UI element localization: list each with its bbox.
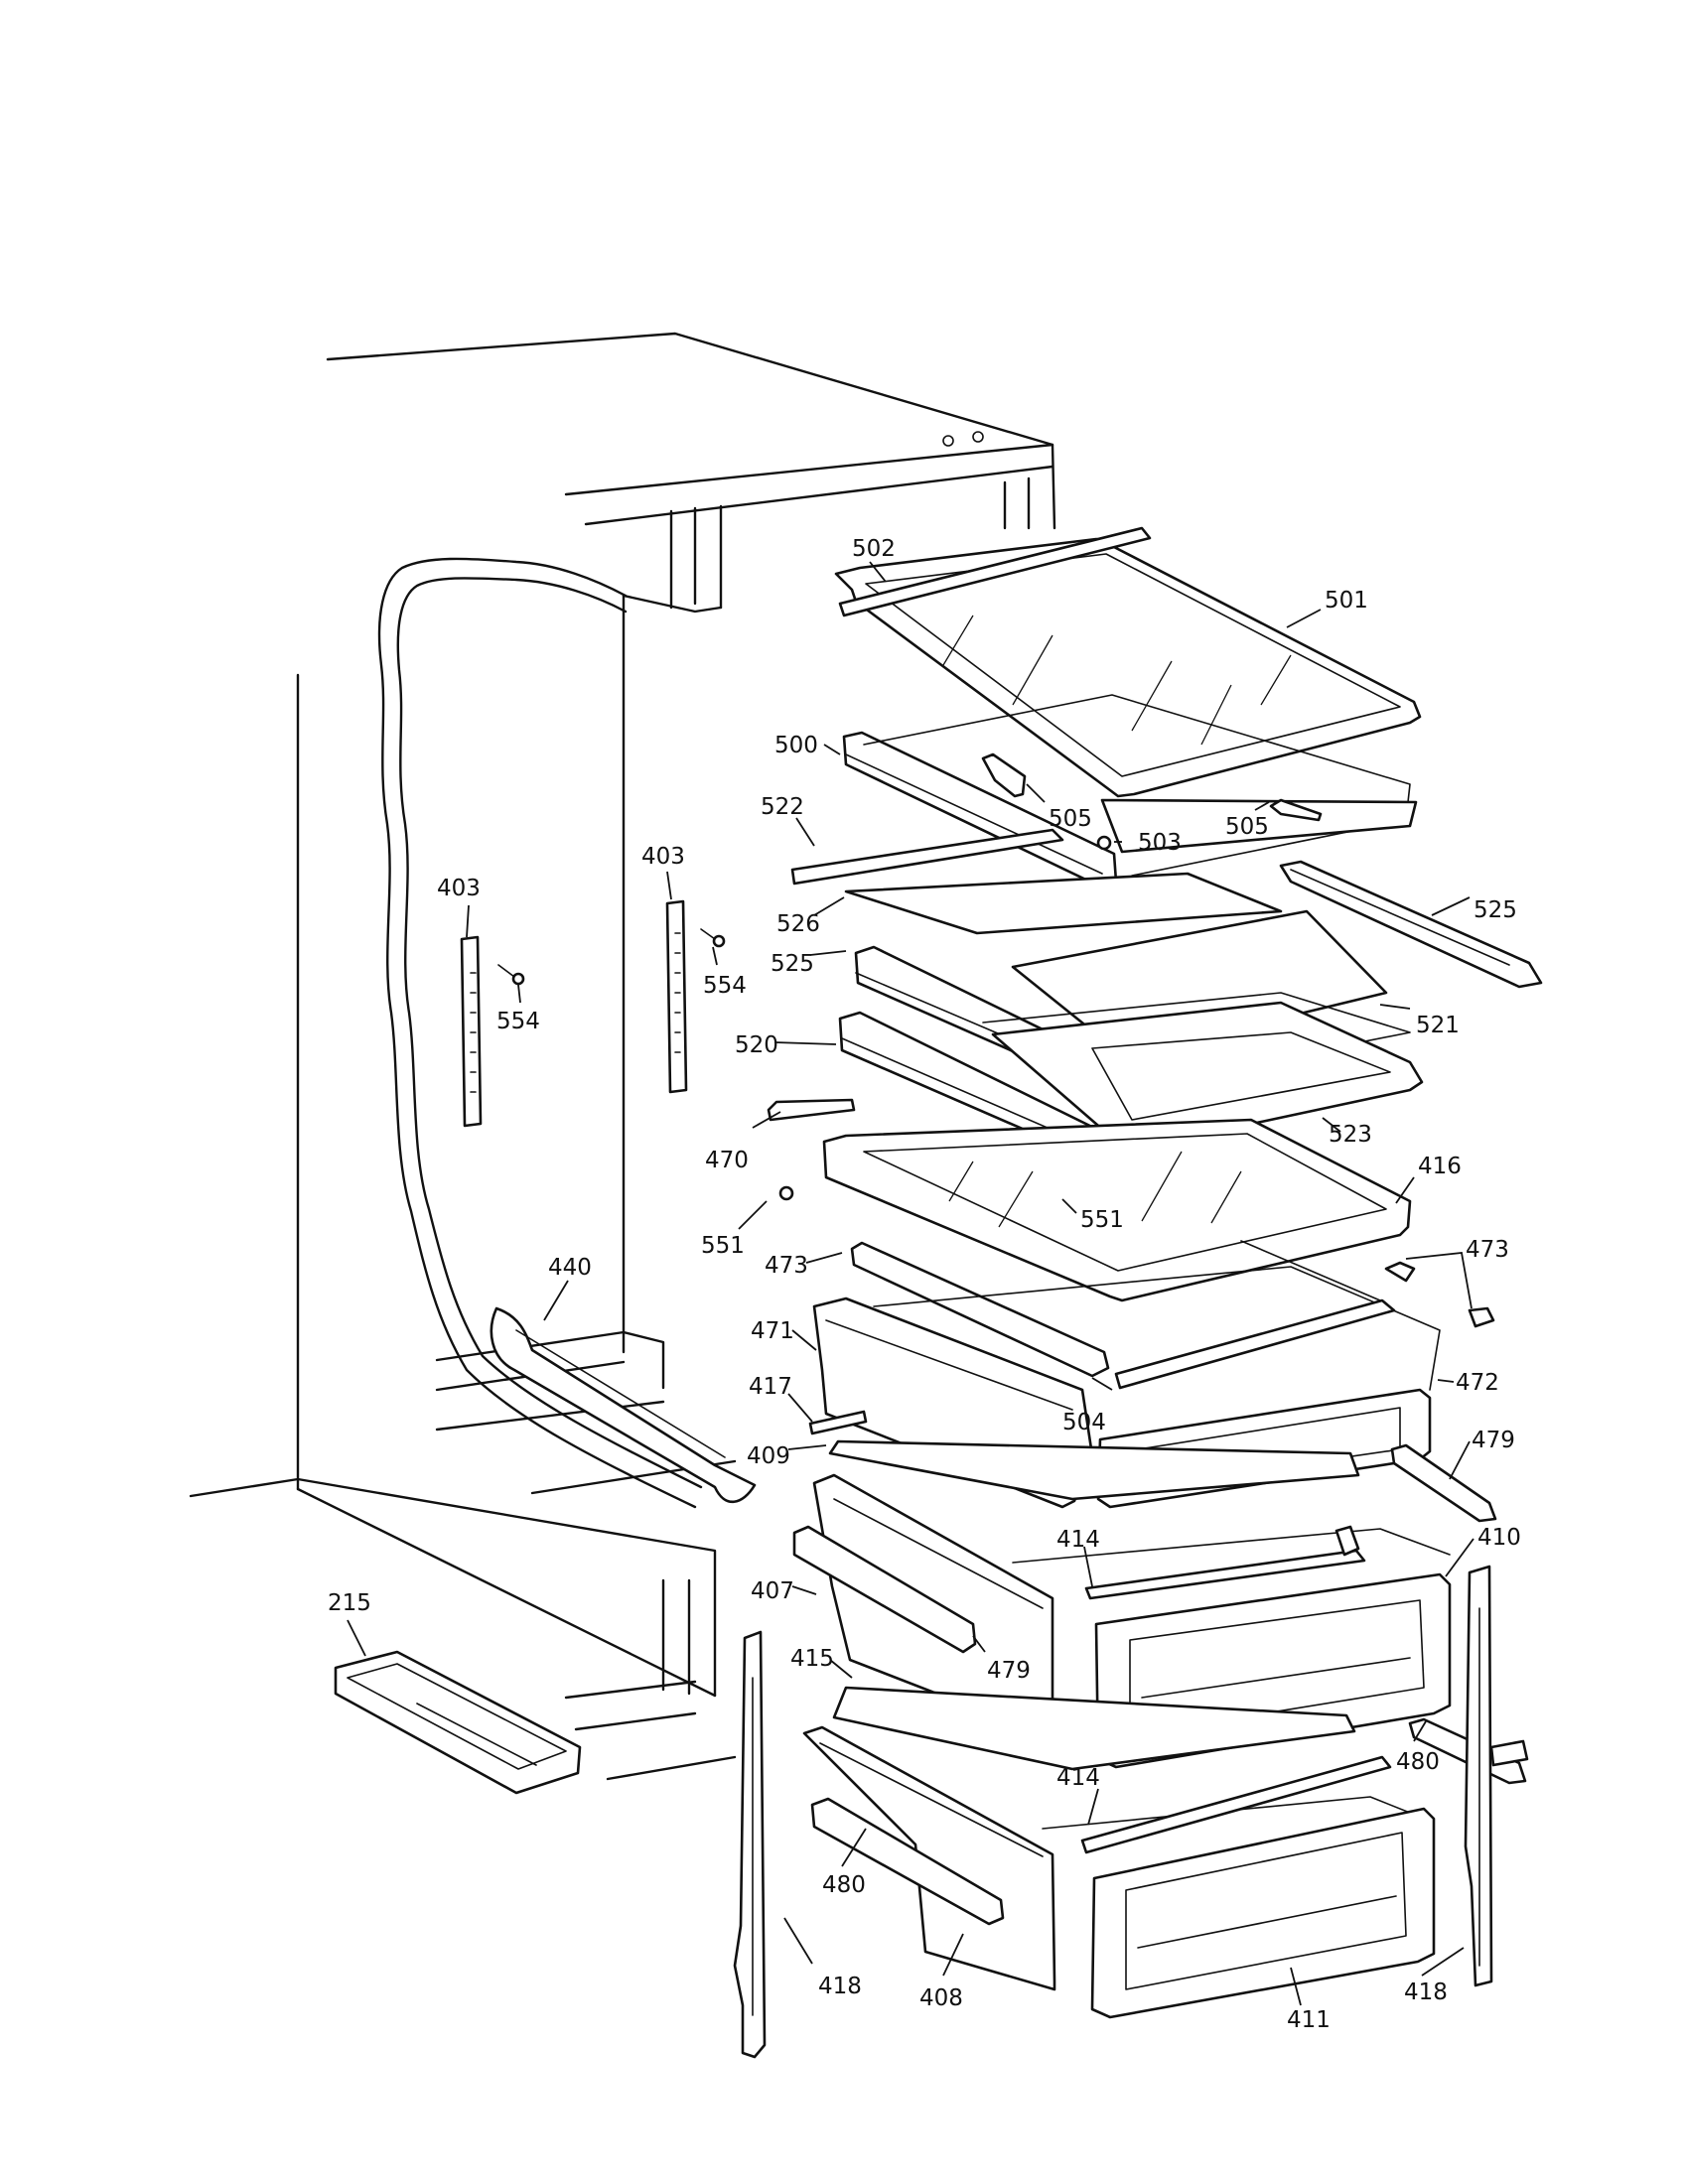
- callout-418-left: 418: [818, 1974, 862, 1999]
- callout-471: 471: [751, 1318, 794, 1344]
- callout-480-left: 480: [822, 1872, 866, 1898]
- strip-414-lower: [1080, 1755, 1392, 1854]
- callout-470: 470: [705, 1148, 749, 1173]
- leader-lines: [347, 561, 1474, 2006]
- callout-505-left: 505: [1049, 806, 1092, 832]
- cover-417: [808, 1410, 868, 1435]
- callout-215: 215: [328, 1590, 371, 1616]
- callout-440: 440: [548, 1255, 592, 1281]
- callout-415: 415: [790, 1646, 834, 1672]
- callout-labels: 502 501 500 505 505 503 522 525 526 525 …: [328, 536, 1521, 2033]
- shelf-ladder-403-left: [460, 935, 483, 1128]
- tray-215: [334, 1650, 582, 1795]
- callout-526: 526: [776, 911, 820, 937]
- bracket-505-left: [981, 752, 1027, 798]
- glide-479-right: [1390, 1443, 1497, 1523]
- callout-417: 417: [749, 1374, 792, 1400]
- callout-504: 504: [1062, 1410, 1106, 1435]
- cover-473-left: [850, 1241, 1110, 1378]
- rail-504: [1114, 1298, 1396, 1390]
- callout-473-left: 473: [765, 1253, 808, 1279]
- screw-554-right: [700, 928, 726, 948]
- shelf-501: [834, 537, 1422, 798]
- callout-480-right: 480: [1396, 1749, 1440, 1775]
- callout-523: 523: [1329, 1122, 1372, 1148]
- rail-522: [790, 828, 1064, 886]
- callout-503: 503: [1138, 830, 1182, 856]
- callout-410: 410: [1477, 1525, 1521, 1551]
- callout-418-right: 418: [1404, 1979, 1448, 2005]
- callout-521: 521: [1416, 1013, 1460, 1038]
- callout-403-left: 403: [437, 876, 481, 901]
- callout-407: 407: [751, 1578, 794, 1604]
- callout-408: 408: [919, 1985, 963, 2011]
- callout-479-left: 479: [987, 1658, 1031, 1684]
- screw-554-left: [497, 964, 525, 986]
- callout-525-right: 525: [1474, 897, 1517, 923]
- callout-414-upper: 414: [1056, 1527, 1100, 1553]
- callout-473-right: 473: [1466, 1237, 1509, 1263]
- shelf-frame-500-back: [863, 694, 1418, 877]
- callout-554-right: 554: [703, 973, 747, 999]
- callout-551-left: 551: [701, 1233, 745, 1259]
- strip-414-upper: [1084, 1549, 1366, 1600]
- callout-403-right: 403: [641, 844, 685, 870]
- drawer-front-411: [1090, 1807, 1436, 2019]
- latch-410: [1334, 1525, 1360, 1557]
- callout-411: 411: [1287, 2007, 1331, 2033]
- rail-502: [838, 526, 1152, 617]
- glass-415: [832, 1686, 1356, 1771]
- bracket-505-right: [1269, 798, 1323, 822]
- callout-414-lower: 414: [1056, 1765, 1100, 1791]
- door-bin-440: [490, 1306, 757, 1504]
- callout-502: 502: [852, 536, 896, 562]
- callout-416: 416: [1418, 1154, 1462, 1179]
- callout-522: 522: [761, 794, 804, 820]
- rail-525-right: [1279, 860, 1543, 989]
- shelf-ladder-403-right: [665, 899, 688, 1094]
- bracket-470: [767, 1098, 856, 1122]
- callout-479-right: 479: [1472, 1428, 1515, 1453]
- callout-500: 500: [774, 733, 818, 758]
- callout-554-left: 554: [496, 1009, 540, 1034]
- callout-520: 520: [735, 1032, 778, 1058]
- side-rail-418-left: [733, 1630, 767, 2059]
- callout-551-right: 551: [1080, 1207, 1124, 1233]
- screw-503: [1096, 835, 1112, 851]
- glide-479-left: [792, 1525, 977, 1654]
- callout-472: 472: [1456, 1370, 1499, 1396]
- callout-505-right: 505: [1225, 814, 1269, 840]
- clip-473-lower: [1468, 1306, 1495, 1328]
- callout-409: 409: [747, 1443, 790, 1469]
- callout-501: 501: [1325, 588, 1368, 614]
- shelf-416: [822, 1118, 1412, 1302]
- glide-480-left: [810, 1797, 1005, 1926]
- glass-409: [828, 1439, 1360, 1501]
- callout-525-left: 525: [771, 951, 814, 977]
- clip-473-upper: [1384, 1261, 1416, 1283]
- screw-551-left: [778, 1185, 794, 1201]
- glass-526: [844, 872, 1283, 935]
- side-rail-418-right: [1464, 1565, 1529, 1987]
